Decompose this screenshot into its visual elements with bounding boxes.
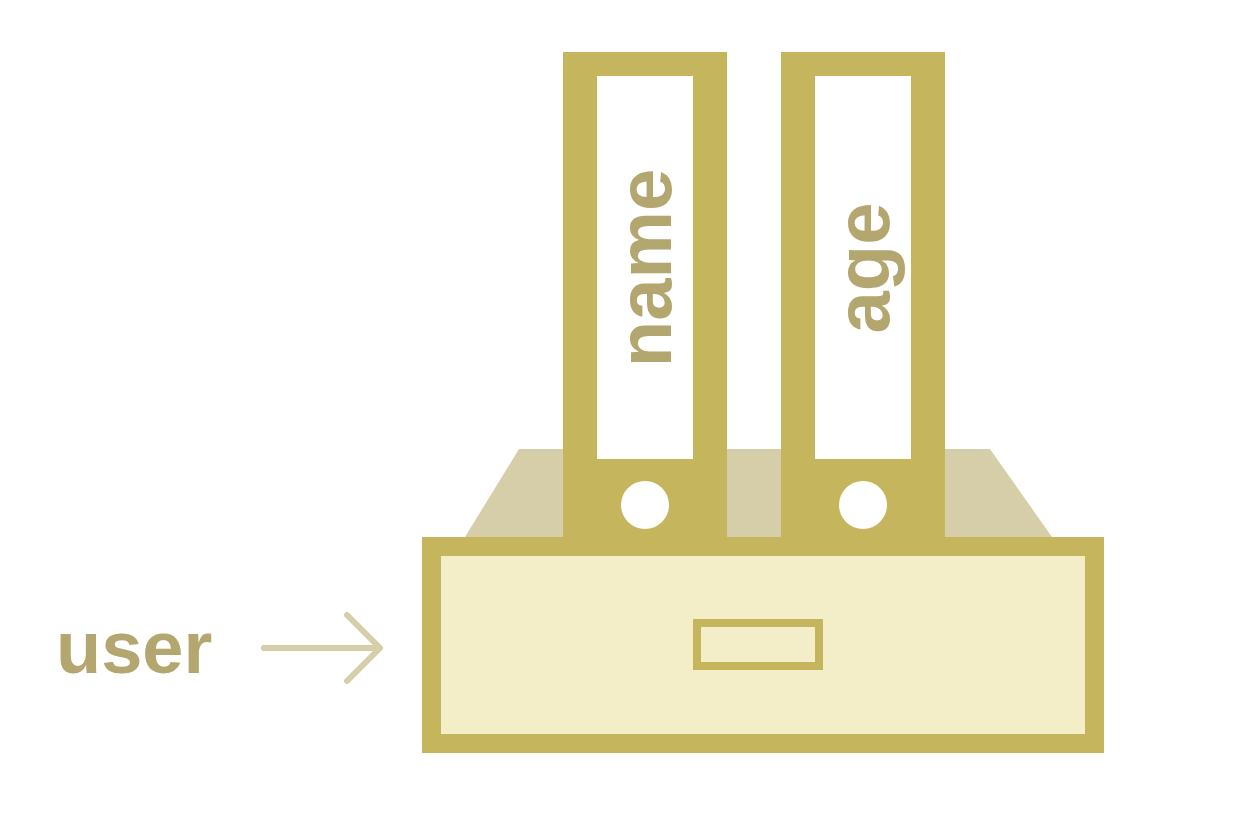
- binder-title: name: [607, 168, 683, 367]
- drawer-handle: [697, 623, 819, 666]
- binder: name: [563, 52, 727, 537]
- binder: age: [781, 52, 945, 537]
- pointer-arrow: [264, 645, 378, 651]
- drawer-inside: [465, 449, 1052, 537]
- pointer-label: user: [56, 611, 212, 685]
- binder-ring: [839, 481, 887, 529]
- binder-spine-label: age: [815, 76, 911, 459]
- binder-spine-label: name: [597, 76, 693, 459]
- binder-title: age: [825, 202, 901, 333]
- pointer-arrowhead: [347, 615, 380, 681]
- drawer-front: [432, 547, 1095, 744]
- binder-ring: [621, 481, 669, 529]
